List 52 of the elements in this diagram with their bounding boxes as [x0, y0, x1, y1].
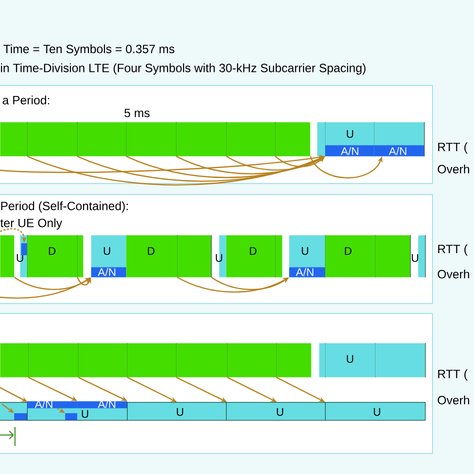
ack-box: [14, 413, 28, 420]
slot-box: [176, 122, 227, 157]
ack-box: A/N: [325, 145, 374, 156]
duration-label: 5 ms: [124, 108, 150, 118]
slot-box: [317, 122, 326, 157]
uplink-slot: U: [325, 402, 426, 421]
ack-box: A/N: [91, 267, 126, 278]
slot-box: [276, 343, 312, 378]
downlink-slot: D: [325, 234, 376, 278]
downlink-slot: D: [126, 234, 178, 278]
side-label: RTT (: [438, 369, 468, 381]
slot-box: [275, 122, 310, 156]
slot-box: [126, 122, 177, 157]
uplink-slot: U: [412, 234, 426, 278]
slot-box: [227, 342, 277, 378]
slot-box: [0, 342, 29, 378]
slot-box: [319, 342, 326, 378]
side-label: Overh: [438, 164, 470, 174]
slot-box: [226, 122, 276, 157]
side-label: Overh: [438, 396, 470, 404]
side-label: Overh: [438, 270, 470, 278]
slot-box: [176, 342, 228, 378]
slot-box: [27, 122, 78, 157]
ack-box: [21, 243, 28, 256]
side-label: RTT (: [438, 142, 468, 154]
arrow: [275, 156, 325, 168]
slot-box: [275, 235, 282, 278]
slot-box: [375, 342, 426, 378]
arrow: [310, 156, 382, 178]
caption-text: Time = Ten Symbols = 0.357 ms: [3, 44, 174, 56]
uplink-slot: U: [216, 235, 226, 278]
slot-box: [28, 342, 79, 378]
ack-box: A/N: [289, 267, 326, 278]
ack-box: [65, 413, 78, 420]
ack-box: A/N: [374, 145, 424, 156]
slot-box: [77, 122, 127, 157]
node-label: U: [346, 130, 354, 138]
slot-box: [177, 234, 212, 278]
slot-box: [0, 235, 14, 278]
node-label: A/N: [340, 146, 358, 156]
uplink-slot: U: [127, 402, 227, 421]
slot-box: [78, 342, 128, 378]
node-label: U: [412, 254, 418, 262]
node-label: U: [346, 355, 354, 363]
arrow: [76, 277, 91, 286]
slot-box: [0, 122, 28, 157]
caption-text: in Time-Division LTE (Four Symbols with 30-kHz Subcarrier Spacing): [1, 63, 366, 75]
uplink-slot: U: [226, 402, 326, 421]
slot-box: [77, 235, 84, 278]
slot-box: [127, 342, 177, 378]
slot-box: [375, 234, 411, 278]
side-label: RTT (: [438, 244, 468, 256]
